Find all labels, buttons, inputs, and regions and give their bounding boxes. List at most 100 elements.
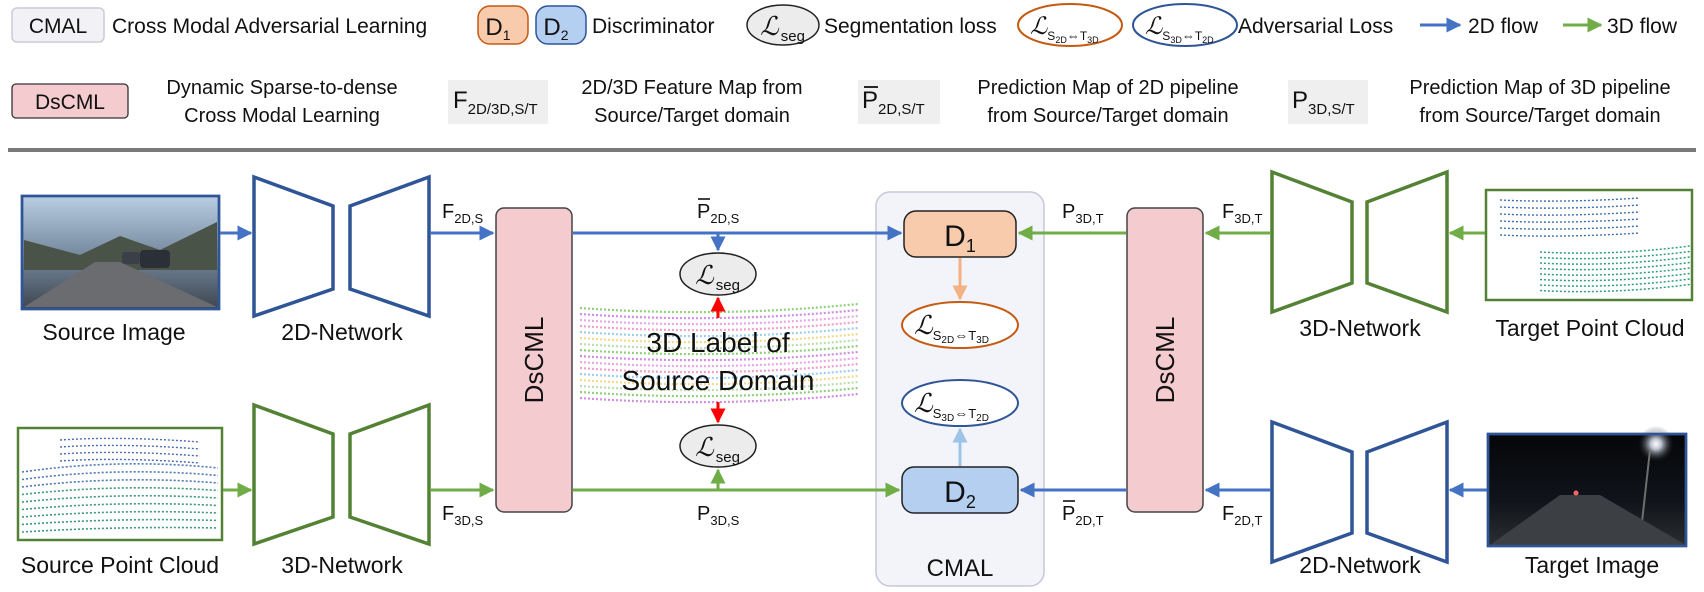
source-pc-scanline (59, 451, 201, 457)
source-dscml-text: DsCML (519, 317, 549, 404)
target-dscml-text: DsCML (1150, 317, 1180, 404)
legend-dscml-line2: Cross Modal Learning (184, 105, 380, 127)
legend-d2-box (535, 5, 587, 45)
legend-adv1-l: ℒ (1030, 12, 1048, 40)
legend-feature-map: F2D/3D,S/T 2D/3D Feature Map from Source… (448, 77, 803, 127)
adv-loss-1-arrow: ⇔ (954, 327, 968, 343)
target-image (1486, 426, 1688, 548)
legend-adv2-ellipse (1132, 3, 1238, 47)
source-pc-frame (16, 426, 224, 542)
d2-box (901, 466, 1019, 514)
legend-adv2-sa: S (1162, 29, 1170, 43)
adv-loss-1-sa: S (933, 328, 942, 343)
source-image-road (24, 262, 217, 307)
d2-sub: 2 (966, 492, 976, 512)
adv-loss-2-arrow: ⇔ (954, 405, 968, 421)
svg-text:D1: D1 (944, 220, 976, 256)
target-2d-decoder (1365, 419, 1449, 565)
legend-seg-ellipse (746, 4, 820, 46)
source-pc-label: Source Point Cloud (21, 552, 219, 578)
legend-pred-2d: P2D,S/T Prediction Map of 2D pipeline fr… (858, 77, 1239, 127)
target-3d-encoder (1270, 169, 1354, 315)
target-pc-scanline (1539, 256, 1691, 265)
source-pc-scanline (59, 444, 201, 450)
legend-f-line2: Source/Target domain (594, 105, 790, 127)
source-dscml-block: DsCML (495, 207, 573, 513)
legend-seg-text: Segmentation loss (824, 15, 997, 38)
source-3d-encoder (252, 402, 335, 547)
svg-text:D2: D2 (944, 476, 976, 512)
legend-adv1-arrow: ⇔ (1067, 28, 1080, 43)
legend-3d-flow-text: 3D flow (1607, 15, 1678, 38)
svg-text:F2D/3D,S/T: F2D/3D,S/T (453, 87, 538, 118)
target-pc-scanline (1539, 267, 1691, 276)
target-pc-scanline (1499, 225, 1641, 230)
legend-seg-l: ℒ (760, 12, 780, 42)
label-f2dt: F2D,T (1222, 503, 1262, 528)
legend-seg-sub: seg (781, 28, 805, 45)
adv-loss-2-tb2: 2D (976, 413, 989, 424)
target-pc-scanline (1539, 283, 1691, 293)
source-image (20, 194, 221, 311)
source-image-car-2 (122, 252, 140, 264)
target-image-label: Target Image (1525, 552, 1659, 578)
legend-d1-box (477, 5, 529, 45)
adv-loss-s3d-t2d: ℒS3D⇔T2D (901, 379, 1019, 427)
legend-adv1-tb: T (1080, 29, 1088, 43)
adv-loss-2-sa2: 3D (941, 413, 954, 424)
legend-adv1-tb2: 3D (1087, 35, 1099, 45)
legend-adv-text: Adversarial Loss (1238, 15, 1393, 38)
adv-loss-1-tb2: 3D (976, 335, 989, 346)
source-label-line2: Source Domain (622, 365, 815, 396)
legend-pbar-sub: 2D,S/T (878, 101, 925, 118)
legend-2d-flow: 2D flow (1420, 15, 1539, 38)
svg-text:P3D,S/T: P3D,S/T (1292, 87, 1355, 118)
legend-pbar-letter: P (862, 87, 878, 114)
target-pc-scanline (1539, 250, 1691, 260)
legend-d2-letter: D (543, 14, 560, 41)
target-3d-network-label: 3D-Network (1299, 315, 1421, 341)
target-pc-scanline (1539, 272, 1691, 282)
legend-pbar-line1: Prediction Map of 2D pipeline (977, 77, 1238, 99)
legend-f-box (448, 80, 548, 124)
source-pc-scanline (59, 458, 201, 464)
adv-loss-1-l: ℒ (914, 311, 934, 341)
target-dscml-block: DsCML (1126, 207, 1204, 513)
legend-adv1-sa: S (1047, 29, 1055, 43)
legend-adv2-sa2: 3D (1170, 35, 1182, 45)
legend-p-line2: from Source/Target domain (1419, 105, 1660, 127)
legend-p-sub: 3D,S/T (1308, 101, 1355, 118)
target-pc-scanline (1499, 218, 1641, 223)
source-pc-scanline (59, 437, 201, 443)
target-point-cloud (1484, 188, 1694, 302)
source-pc-scanline (21, 502, 219, 511)
adv-loss-1-tb: T (968, 328, 976, 343)
svg-text:ℒS3D⇔T2D: ℒS3D⇔T2D (1145, 12, 1214, 45)
source-image-label: Source Image (42, 319, 185, 345)
label-f2ds: F2D,S (442, 201, 483, 226)
target-pc-scanline (1499, 211, 1641, 216)
legend-discriminator-text: Discriminator (592, 15, 715, 38)
source-label-line1: 3D Label of (646, 327, 789, 358)
target-3d-network (1270, 169, 1449, 315)
svg-text:ℒS2D⇔T3D: ℒS2D⇔T3D (1030, 12, 1099, 45)
legend-f-sub: 2D/3D,S/T (468, 101, 538, 118)
legend-cmal-text: Cross Modal Adversarial Learning (112, 15, 427, 38)
label-p3ds: P3D,S (697, 503, 740, 528)
legend-3d-flow: 3D flow (1563, 15, 1678, 38)
legend-p-line1: Prediction Map of 3D pipeline (1409, 77, 1670, 99)
target-pc-scanline (1539, 261, 1691, 271)
target-image-road (1490, 495, 1686, 545)
legend-discriminator: D1 D2 Discriminator (477, 5, 715, 45)
target-pc-scanline (1539, 245, 1691, 254)
target-2d-network-label: 2D-Network (1299, 552, 1421, 578)
legend-adv2-tb2: 2D (1202, 35, 1214, 45)
source-pc-scanline (21, 494, 219, 503)
discriminator-d1: D1 (903, 210, 1017, 258)
svg-text:D2: D2 (543, 14, 568, 43)
svg-text:D1: D1 (485, 14, 510, 43)
adv-loss-1-ellipse (901, 301, 1019, 349)
